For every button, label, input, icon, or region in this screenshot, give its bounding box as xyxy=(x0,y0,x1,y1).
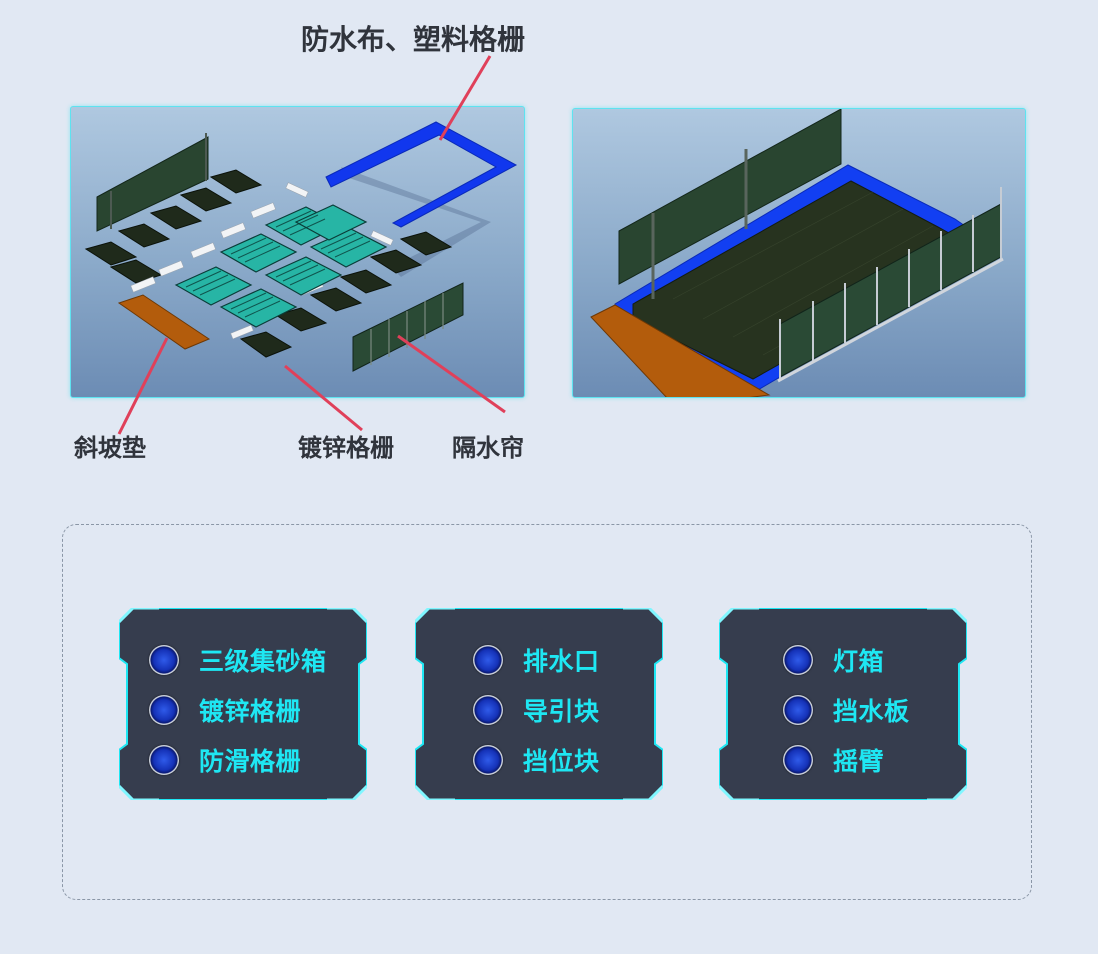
legend-frame xyxy=(62,524,1032,900)
indicator-light-icon xyxy=(149,745,179,775)
legend-item: 摇臂 xyxy=(783,743,884,777)
assembled-view-panel xyxy=(572,108,1026,398)
callout-top-label: 防水布、塑料格栅 xyxy=(301,23,526,56)
legend-item: 挡位块 xyxy=(473,743,600,777)
indicator-light-icon xyxy=(783,745,813,775)
legend-item: 三级集砂箱 xyxy=(149,643,327,677)
assembled-front-fence xyxy=(777,187,1004,383)
indicator-light-icon xyxy=(149,645,179,675)
legend-group-1: 三级集砂箱 镀锌格栅 防滑格栅 xyxy=(119,608,367,800)
indicator-light-icon xyxy=(783,645,813,675)
exploded-view-panel xyxy=(70,106,525,398)
back-fence xyxy=(96,133,209,232)
indicator-light-icon xyxy=(473,645,503,675)
legend-item: 导引块 xyxy=(473,693,600,727)
legend-item: 排水口 xyxy=(473,643,600,677)
assembled-ramp xyxy=(590,304,771,397)
indicator-light-icon xyxy=(473,745,503,775)
curtain-piece xyxy=(352,282,464,372)
assembled-view-drawing xyxy=(590,109,1004,397)
indicator-light-icon xyxy=(149,695,179,725)
indicator-light-icon xyxy=(473,695,503,725)
exploded-view-drawing xyxy=(84,121,518,372)
indicator-light-icon xyxy=(783,695,813,725)
legend-item: 挡水板 xyxy=(783,693,910,727)
callout-ramp-label: 斜坡垫 xyxy=(74,434,146,462)
assembled-back-wall xyxy=(618,109,842,299)
legend-item: 灯箱 xyxy=(783,643,884,677)
sand-boxes xyxy=(174,204,388,328)
tarp-frame xyxy=(325,121,518,228)
callout-curtain-label: 隔水帘 xyxy=(452,434,524,462)
callout-galvanized-label: 镀锌格栅 xyxy=(298,434,394,462)
dark-gratings xyxy=(84,169,453,358)
legend-item: 防滑格栅 xyxy=(149,743,301,777)
legend-group-3: 灯箱 挡水板 摇臂 xyxy=(719,608,967,800)
legend-group-2: 排水口 导引块 挡位块 xyxy=(415,608,663,800)
legend-item: 镀锌格栅 xyxy=(149,693,301,727)
ramp-piece xyxy=(117,294,211,350)
